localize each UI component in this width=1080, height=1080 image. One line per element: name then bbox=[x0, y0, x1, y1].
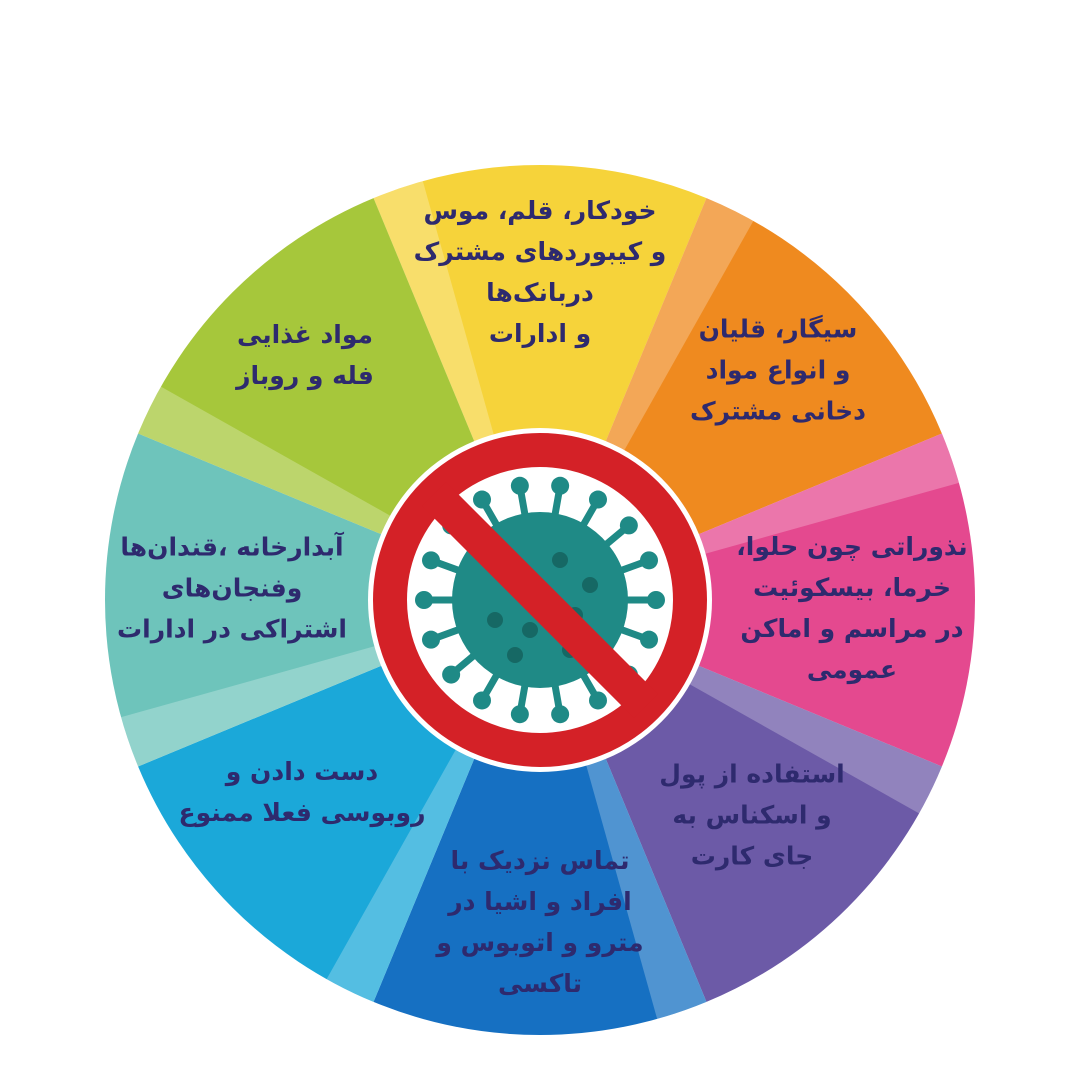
label-line: وفنجان‌های bbox=[161, 573, 303, 603]
prohibition-sign-icon bbox=[373, 433, 707, 767]
label-line: و کیبوردهای مشترک bbox=[413, 237, 667, 266]
label-line: دست دادن و bbox=[225, 757, 379, 786]
label-line: آبدارخانه ،قندان‌ها bbox=[120, 532, 344, 562]
segment-shared-office-items bbox=[373, 165, 707, 601]
label-line: دخانی مشترک bbox=[690, 396, 866, 426]
label-line: فله و روباز bbox=[236, 361, 374, 390]
label-line: تماس نزدیک با bbox=[450, 846, 630, 875]
segment-label-shared-smoking: سیگار، قلیان و انواع مواد دخانی مشترک bbox=[690, 309, 866, 432]
segment-label-shared-pantry: آبدارخانه ،قندان‌ها وفنجان‌های اشتراکی د… bbox=[117, 527, 347, 650]
label-line: و اسکناس به bbox=[672, 800, 832, 830]
segment-public-offerings bbox=[540, 433, 975, 767]
label-line: اشتراکی در ادارات bbox=[117, 614, 347, 644]
label-line: سیگار، قلیان bbox=[698, 314, 858, 344]
label-line: جای کارت bbox=[690, 841, 814, 871]
label-line: مواد غذایی bbox=[236, 320, 374, 349]
label-line: افراد و اشیا در bbox=[448, 887, 632, 916]
label-line: عمومی bbox=[806, 655, 898, 684]
segment-public-transport-contact bbox=[373, 600, 707, 1035]
label-line: استفاده از پول bbox=[659, 759, 845, 789]
label-line: خرما، بیسکوئیت bbox=[753, 573, 951, 602]
label-line: خودکار، قلم، موس bbox=[423, 196, 657, 225]
segment-label-public-offerings: نذوراتی چون حلوا، خرما، بیسکوئیت در مراس… bbox=[736, 526, 967, 690]
segment-shared-pantry bbox=[104, 433, 540, 767]
segment-label-handshake-kissing: دست دادن و روبوسی فعلا ممنوع bbox=[179, 751, 426, 833]
segment-label-public-transport-contact: تماس نزدیک با افراد و اشیا در مترو و اتو… bbox=[436, 840, 643, 1004]
label-line: دربانک‌ها bbox=[486, 278, 594, 307]
label-line: مترو و اتوبوس و bbox=[436, 928, 644, 957]
segment-label-cash-usage: استفاده از پول و اسکناس به جای کارت bbox=[659, 754, 844, 877]
label-line: روبوسی فعلا ممنوع bbox=[178, 798, 426, 827]
segment-label-shared-office-items: خودکار، قلم، موس و کیبوردهای مشترک دربان… bbox=[414, 190, 667, 354]
segment-label-open-bulk-food: مواد غذایی فله و روباز bbox=[236, 314, 374, 396]
label-line: تاکسی bbox=[497, 969, 583, 998]
label-line: نذوراتی چون حلوا، bbox=[736, 532, 968, 561]
label-line: و انواع مواد bbox=[705, 355, 851, 385]
label-line: در مراسم و اماکن bbox=[740, 614, 964, 643]
label-line: و ادارات bbox=[488, 319, 592, 348]
